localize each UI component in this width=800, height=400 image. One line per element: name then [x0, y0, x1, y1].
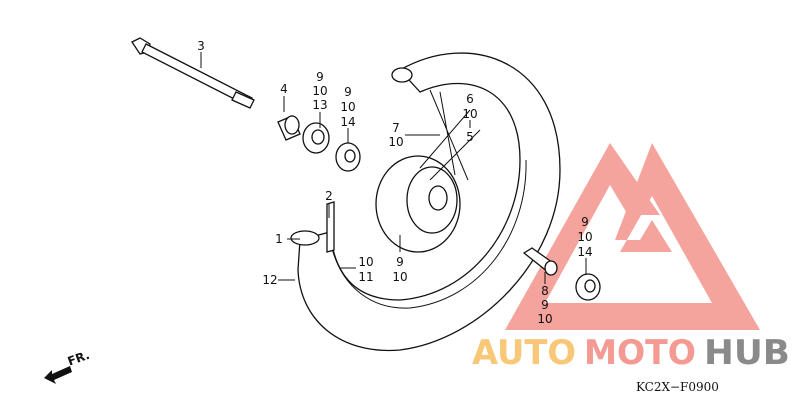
rim-band	[326, 201, 335, 253]
figure-code: KC2X−F0900	[636, 380, 719, 394]
callout-14: 14	[577, 245, 592, 259]
watermark-auto: AUTO	[472, 333, 576, 373]
callout-10: 10	[388, 135, 403, 149]
callout-10: 10	[577, 230, 592, 244]
callout-2: 2	[325, 189, 333, 203]
callout-10: 10	[312, 84, 327, 98]
callout-5: 5	[466, 130, 474, 144]
watermark-triangle-left	[505, 143, 660, 330]
callout-9: 9	[316, 70, 324, 84]
bearing-middle	[335, 128, 361, 172]
callout-4: 4	[280, 82, 288, 96]
front-direction-arrow: FR.	[44, 348, 91, 384]
watermark-logo	[505, 143, 760, 330]
callout-9: 9	[396, 255, 404, 269]
callout-10: 10	[392, 270, 407, 284]
tube-valve	[290, 230, 320, 246]
distance-collar	[522, 247, 558, 284]
bearing-left	[302, 112, 330, 154]
callout-7: 7	[392, 121, 400, 135]
arrow-icon	[44, 366, 72, 384]
callout-14: 14	[340, 115, 355, 129]
callout-8: 8	[541, 284, 549, 298]
bearing-right	[575, 258, 601, 301]
callout-12: 12	[262, 273, 277, 287]
callout-10: 10	[358, 255, 373, 269]
callout-9: 9	[541, 298, 549, 312]
callout-10: 10	[537, 312, 552, 326]
watermark-moto: MOTO	[584, 333, 696, 373]
callout-6: 6	[466, 92, 474, 106]
callout-13: 13	[312, 98, 327, 112]
callout-1: 1	[275, 232, 283, 246]
callout-3: 3	[197, 39, 205, 53]
fr-label: FR.	[66, 348, 92, 369]
collar	[277, 96, 301, 141]
watermark-hub: HUB	[704, 333, 790, 373]
tire	[297, 52, 561, 352]
callout-9: 9	[581, 215, 589, 229]
axle	[131, 37, 255, 109]
watermark-triangle-right	[550, 143, 760, 330]
callout-11: 11	[358, 270, 373, 284]
wheel-assembly	[278, 52, 561, 352]
callout-10: 10	[340, 100, 355, 114]
callout-10: 10	[462, 107, 477, 121]
callout-9: 9	[344, 85, 352, 99]
